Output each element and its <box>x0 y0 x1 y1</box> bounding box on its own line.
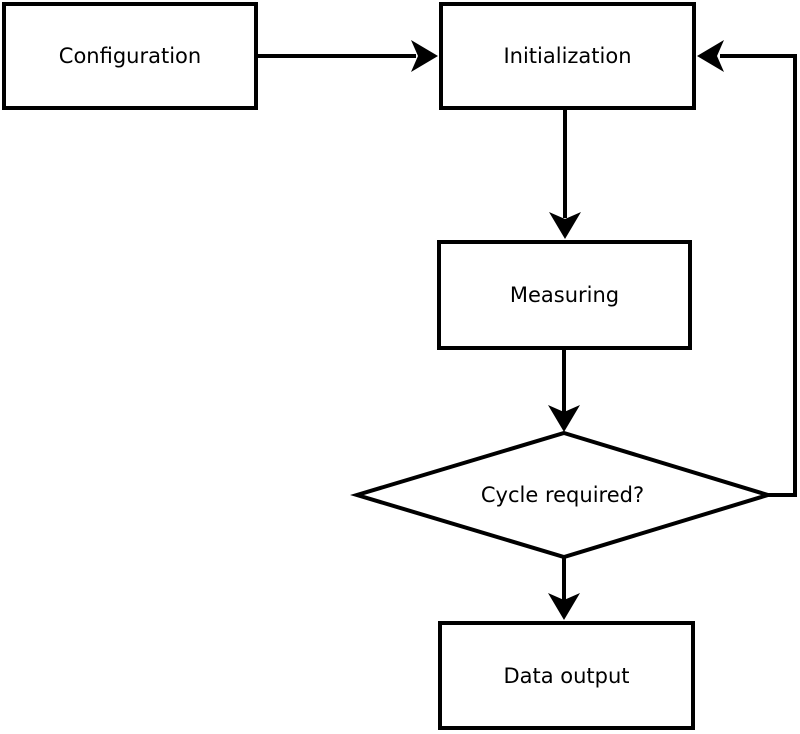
node-measuring: Measuring <box>437 240 692 350</box>
node-data-output-label: Data output <box>503 663 630 688</box>
node-initialization-label: Initialization <box>503 44 632 68</box>
edge-configuration-to-initialization <box>258 40 438 72</box>
arrowhead-right-icon <box>411 40 438 72</box>
edge-measuring-to-decision <box>548 350 580 432</box>
edge-decision-to-data-output <box>548 557 580 620</box>
edge-initialization-to-measuring <box>549 110 581 239</box>
arrowhead-down-icon <box>548 405 580 432</box>
arrowhead-down-icon <box>549 212 581 239</box>
arrowhead-down-icon <box>548 593 580 620</box>
node-configuration-label: Configuration <box>58 44 202 68</box>
node-initialization: Initialization <box>439 2 696 110</box>
node-data-output: Data output <box>438 621 695 730</box>
arrowhead-left-icon <box>697 40 724 72</box>
edge-decision-to-initialization-feedback <box>697 40 797 497</box>
node-measuring-label: Measuring <box>509 283 620 307</box>
node-configuration: Configuration <box>2 2 258 110</box>
decision-diamond-shape <box>350 430 775 560</box>
